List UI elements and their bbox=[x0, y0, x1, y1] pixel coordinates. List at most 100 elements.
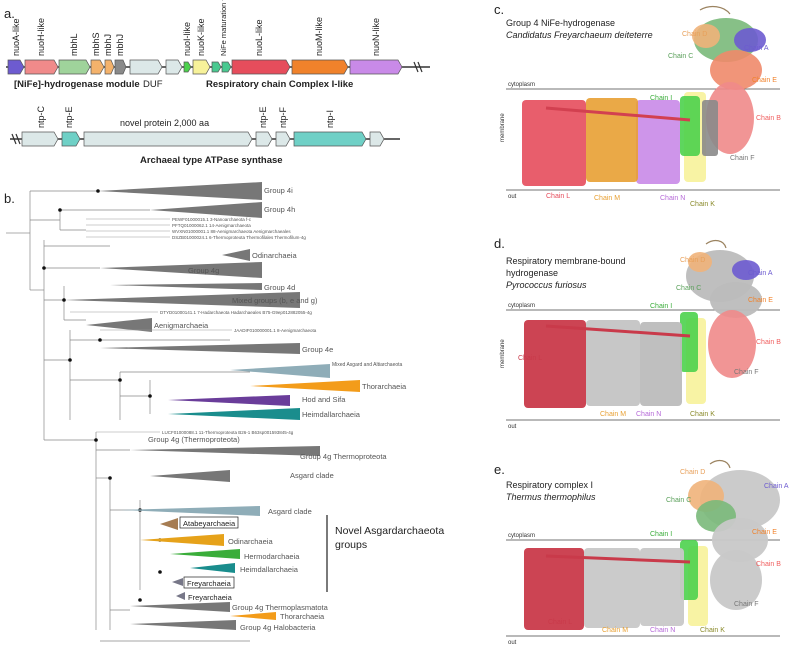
clade-hod bbox=[168, 395, 290, 406]
c-label-k: Chain K bbox=[690, 201, 715, 208]
tree-label: Mixed Asgard and Altiarchaeota bbox=[332, 362, 403, 368]
tree-label: PEWF01000015.1 3-Nanoarchaeota f-c bbox=[172, 217, 252, 222]
c-out: out bbox=[508, 194, 517, 200]
clade-4g-thermo bbox=[130, 446, 320, 456]
node bbox=[118, 378, 122, 382]
label-nuoL: nuoL-like bbox=[254, 19, 264, 56]
e-label-m: Chain M bbox=[602, 627, 628, 634]
panel-b-label: b. bbox=[4, 191, 15, 206]
node bbox=[68, 358, 72, 362]
gene-nuoH bbox=[24, 59, 59, 75]
label-nuoH: nuoH-like bbox=[36, 18, 46, 56]
c-label-a: Chain A bbox=[744, 45, 769, 52]
e-chain-b bbox=[710, 550, 762, 610]
e-helix bbox=[545, 554, 691, 564]
group-hydrogenase-label: [NiFe]-hydrogenase module bbox=[14, 79, 140, 90]
c-chain-l bbox=[522, 100, 586, 186]
clade-4d bbox=[110, 283, 262, 290]
tree-label: Freyarchaeia bbox=[187, 579, 232, 588]
c-membrane: membrane bbox=[500, 113, 506, 142]
d-helix bbox=[545, 324, 691, 338]
clade-mixed bbox=[64, 292, 300, 308]
e-chain-labels: Chain D Chain A Chain C Chain E Chain I … bbox=[548, 469, 789, 634]
panel-d-label: d. bbox=[494, 236, 505, 251]
e-label-k: Chain K bbox=[700, 627, 725, 634]
label-nuoI: nuoI-like bbox=[182, 22, 192, 56]
c-chain-n bbox=[636, 100, 680, 184]
e-chain-n bbox=[640, 548, 684, 626]
d-label-a: Chain A bbox=[748, 270, 773, 277]
tree-label: Asgard clade bbox=[268, 507, 312, 516]
novel-label-2: groups bbox=[335, 539, 367, 551]
label-nuoA: nuoA-like bbox=[11, 18, 21, 56]
c-label-l: Chain L bbox=[546, 193, 570, 200]
c-helix bbox=[545, 106, 691, 122]
label-mbhS: mbhS bbox=[91, 32, 101, 56]
gene-matur-2 bbox=[221, 61, 232, 73]
clade-asgard-2 bbox=[150, 470, 230, 482]
clade-4e bbox=[100, 343, 300, 354]
operon-bottom-genes bbox=[11, 131, 385, 147]
c-chain-f bbox=[702, 100, 718, 156]
clade-mixed-asgard bbox=[230, 364, 330, 378]
e-chain-l bbox=[524, 548, 584, 630]
group-duf-label: DUF bbox=[143, 79, 163, 90]
d-label-b: Chain B bbox=[756, 339, 781, 346]
gene-mbhL bbox=[58, 59, 91, 75]
clade-4h bbox=[150, 202, 262, 218]
clade-frey-2 bbox=[176, 592, 185, 600]
clade-frey-1 bbox=[172, 578, 183, 586]
c-label-e: Chain E bbox=[752, 77, 777, 84]
d-label-l: Chain L bbox=[518, 355, 542, 362]
c-label-i: Chain I bbox=[650, 95, 672, 102]
phylo-tree bbox=[6, 190, 250, 630]
label-mbhL: mbhL bbox=[69, 33, 79, 56]
d-label-i: Chain I bbox=[650, 303, 672, 310]
panel-e-label: e. bbox=[494, 462, 505, 477]
tree-label: Group 4h bbox=[264, 205, 295, 214]
d-label-f: Chain F bbox=[734, 369, 759, 376]
clade-asgard-3 bbox=[120, 506, 260, 516]
d-chain-b bbox=[708, 310, 756, 378]
d-chain-a bbox=[732, 260, 760, 280]
node bbox=[148, 394, 152, 398]
clade-thor bbox=[250, 380, 360, 392]
e-chain-m bbox=[584, 548, 640, 628]
clade-odin2 bbox=[140, 534, 224, 546]
tree-label: Group 4g Thermoplasmatota bbox=[232, 603, 329, 612]
tree-label: Hermodarchaeia bbox=[244, 552, 300, 561]
e-label-b: Chain B bbox=[756, 561, 781, 568]
tree-label: DTYD01000141.1 7-Hadarchaeota Hadarchaea… bbox=[160, 310, 312, 315]
e-label-f: Chain F bbox=[734, 601, 759, 608]
panel-a-label: a. bbox=[4, 6, 15, 21]
novel-label-1: Novel Asgardarchaeota bbox=[335, 525, 444, 537]
tree-label: Group 4g Halobacteria bbox=[240, 623, 316, 632]
gene-mbhS bbox=[90, 59, 105, 75]
e-label-l: Chain L bbox=[548, 619, 572, 626]
c-structure bbox=[522, 5, 766, 186]
d-subtitle: Pyrococcus furiosus bbox=[506, 280, 587, 290]
tree-label: Asgard clade bbox=[290, 471, 334, 480]
d-chain-l bbox=[524, 320, 586, 408]
d-chain-i bbox=[680, 312, 698, 372]
tree-label: LUCF01000088.1 11-Thermoproteota B26-1 B… bbox=[162, 430, 294, 435]
gene-ntp-E-2 bbox=[255, 131, 273, 147]
tree-label: Group 4g bbox=[188, 266, 219, 275]
e-chain-i bbox=[680, 540, 698, 600]
d-label-c: Chain C bbox=[676, 285, 701, 292]
break-mark-3 bbox=[11, 133, 17, 145]
d-label-k: Chain K bbox=[690, 411, 715, 418]
label-ntp-E-1: ntp-E bbox=[64, 106, 74, 128]
d-title: Respiratory membrane-bound bbox=[506, 256, 626, 266]
node bbox=[108, 476, 112, 480]
label-nuoM: nuoM-like bbox=[314, 17, 324, 56]
gene-nuoL bbox=[231, 59, 291, 75]
e-label-a: Chain A bbox=[764, 483, 789, 490]
c-title: Group 4 NiFe-hydrogenase bbox=[506, 18, 615, 28]
gene-duf bbox=[129, 59, 163, 75]
gene-ntp-F bbox=[275, 131, 291, 147]
d-chain-d bbox=[688, 252, 712, 272]
tree-label: Aenigmarchaeia bbox=[154, 321, 209, 330]
e-structure bbox=[524, 459, 780, 630]
